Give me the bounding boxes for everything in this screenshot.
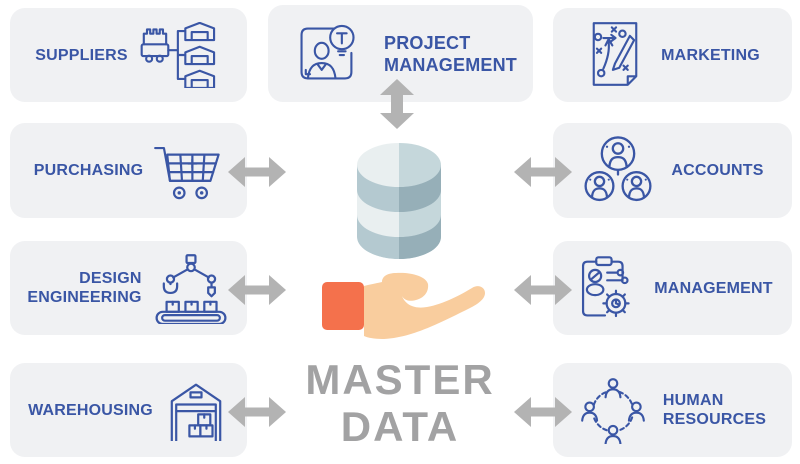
node-purchasing: PURCHASING <box>10 123 247 218</box>
master-data-title: MASTER DATA <box>280 356 520 450</box>
bidirectional-arrow-design-engineering <box>228 275 286 305</box>
people-network-icon <box>581 378 645 444</box>
node-project-management: PROJECT MANAGEMENT <box>268 5 533 102</box>
human-resources-line1: HUMAN <box>662 392 724 409</box>
warehousing-label: WAREHOUSING <box>28 401 153 419</box>
bidirectional-arrow-project-management <box>380 79 414 129</box>
bidirectional-arrow-accounts <box>514 157 572 187</box>
bidirectional-arrow-management <box>514 275 572 305</box>
master-data-title-line1: MASTER <box>305 356 495 403</box>
shopping-cart-icon <box>154 146 220 199</box>
database-icon <box>357 143 441 259</box>
bidirectional-arrow-warehousing <box>228 397 286 427</box>
management-label: MANAGEMENT <box>654 279 773 297</box>
purchasing-label: PURCHASING <box>33 162 144 179</box>
node-accounts: ACCOUNTS <box>553 123 792 218</box>
node-marketing: MARKETING <box>553 8 792 102</box>
project-management-line1: PROJECT <box>384 32 471 53</box>
human-resources-line2: RESOURCES <box>662 411 767 428</box>
bidirectional-arrow-purchasing <box>228 157 286 187</box>
node-human-resources: HUMAN RESOURCES <box>553 363 792 457</box>
marketing-label: MARKETING <box>661 46 760 64</box>
design-engineering-line2: ENGINEERING <box>27 289 142 306</box>
node-warehousing: WAREHOUSING <box>10 363 247 457</box>
design-engineering-line1: DESIGN <box>79 270 142 287</box>
project-management-label: PROJECT MANAGEMENT <box>384 32 517 76</box>
warehouse-icon <box>170 383 222 441</box>
strategy-sheet-icon <box>592 22 638 86</box>
user-group-circles-icon <box>584 135 652 201</box>
master-data-title-line2: DATA <box>340 403 460 450</box>
human-resources-label: HUMAN RESOURCES <box>663 391 766 429</box>
project-management-line2: MANAGEMENT <box>384 54 517 75</box>
suppliers-label: SUPPLIERS <box>35 46 128 64</box>
node-design-engineering: DESIGN ENGINEERING <box>10 241 247 335</box>
node-management: MANAGEMENT <box>553 241 792 335</box>
hand-icon <box>320 272 490 342</box>
person-idea-icon <box>300 24 355 79</box>
design-engineering-label: DESIGN ENGINEERING <box>27 269 141 307</box>
factory-network-icon <box>140 22 215 88</box>
node-suppliers: SUPPLIERS <box>10 8 247 102</box>
robotic-arm-conveyor-icon <box>155 253 227 324</box>
bidirectional-arrow-human-resources <box>514 397 572 427</box>
clipboard-gear-icon <box>582 256 630 318</box>
accounts-label: ACCOUNTS <box>671 162 764 179</box>
